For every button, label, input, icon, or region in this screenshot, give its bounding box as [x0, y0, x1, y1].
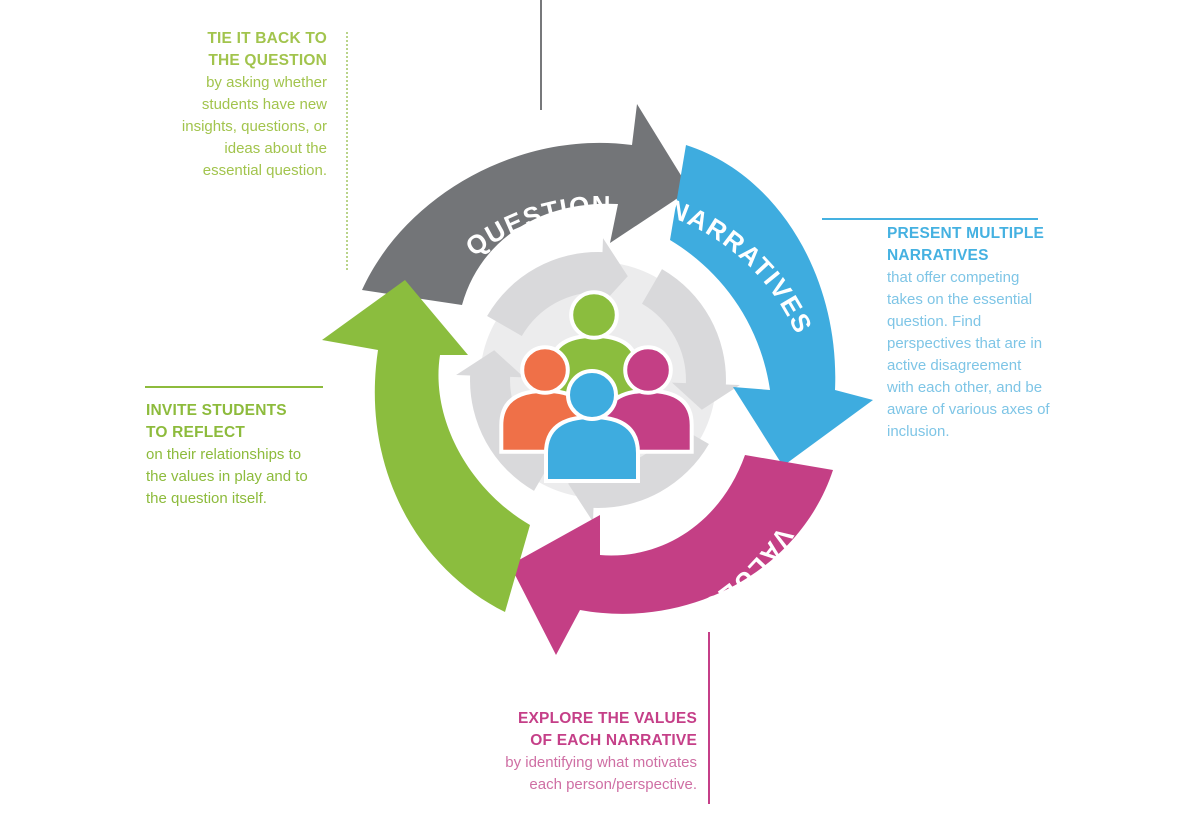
values-arrow	[510, 455, 833, 655]
reflect-connector-line	[145, 386, 323, 388]
narratives-heading-line2: NARRATIVES	[887, 247, 989, 264]
values-body-line: each person/perspective.	[529, 776, 697, 793]
tie-back-body-line: insights, questions, or	[181, 118, 327, 135]
tie-back-dotted-line	[346, 32, 348, 270]
values-callout: EXPLORE THE VALUES OF EACH NARRATIVE by …	[436, 708, 697, 796]
tie-back-callout: TIE IT BACK TO THE QUESTION by asking wh…	[120, 28, 327, 182]
reflect-callout: INVITE STUDENTS TO REFLECT on their rela…	[146, 400, 356, 510]
tie-back-heading-line1: TIE IT BACK TO	[207, 30, 327, 47]
narratives-body-line: question. Find	[887, 313, 982, 330]
narratives-body-line: inclusion.	[887, 423, 950, 440]
values-heading-line1: EXPLORE THE VALUES	[517, 710, 697, 727]
narratives-arrow	[670, 145, 873, 466]
tie-back-body-line: essential question.	[202, 162, 327, 179]
tie-back-body-line: students have new	[201, 96, 327, 113]
center-swirl-arrow	[642, 269, 740, 410]
reflect-body-line: on their relationships to	[146, 446, 302, 463]
person-icon	[544, 369, 640, 483]
reflect-body-line: the question itself.	[146, 490, 267, 507]
question-arrow	[362, 104, 690, 305]
tie-back-body-line: by asking whether	[206, 74, 327, 91]
narratives-body-line: perspectives that are in	[887, 335, 1043, 352]
tie-back-body-line: ideas about the	[224, 140, 327, 157]
reflections-arrow	[322, 280, 530, 612]
narratives-callout: PRESENT MULTIPLE NARRATIVES that offer c…	[887, 223, 1107, 443]
reflect-heading-line1: INVITE STUDENTS	[146, 402, 287, 419]
values-heading-line2: OF EACH NARRATIVE	[530, 732, 697, 749]
top-connector-line	[540, 0, 542, 110]
reflect-body-line: the values in play and to	[146, 468, 308, 485]
reflect-heading-line2: TO REFLECT	[146, 424, 246, 441]
narratives-connector-line	[822, 218, 1038, 220]
narratives-body-line: takes on the essential	[887, 291, 1033, 308]
narratives-body-line: with each other, and be	[887, 379, 1043, 396]
people-group-icon	[499, 290, 694, 483]
tie-back-heading-line2: THE QUESTION	[208, 52, 327, 69]
values-body-line: by identifying what motivates	[505, 754, 697, 771]
narratives-body-line: aware of various axes of	[887, 401, 1050, 418]
values-connector-line	[708, 632, 710, 804]
narratives-heading-line1: PRESENT MULTIPLE	[887, 225, 1045, 242]
narratives-body-line: that offer competing	[887, 269, 1020, 286]
center-swirl-arrow	[487, 238, 628, 336]
narratives-body-line: active disagreement	[887, 357, 1022, 374]
